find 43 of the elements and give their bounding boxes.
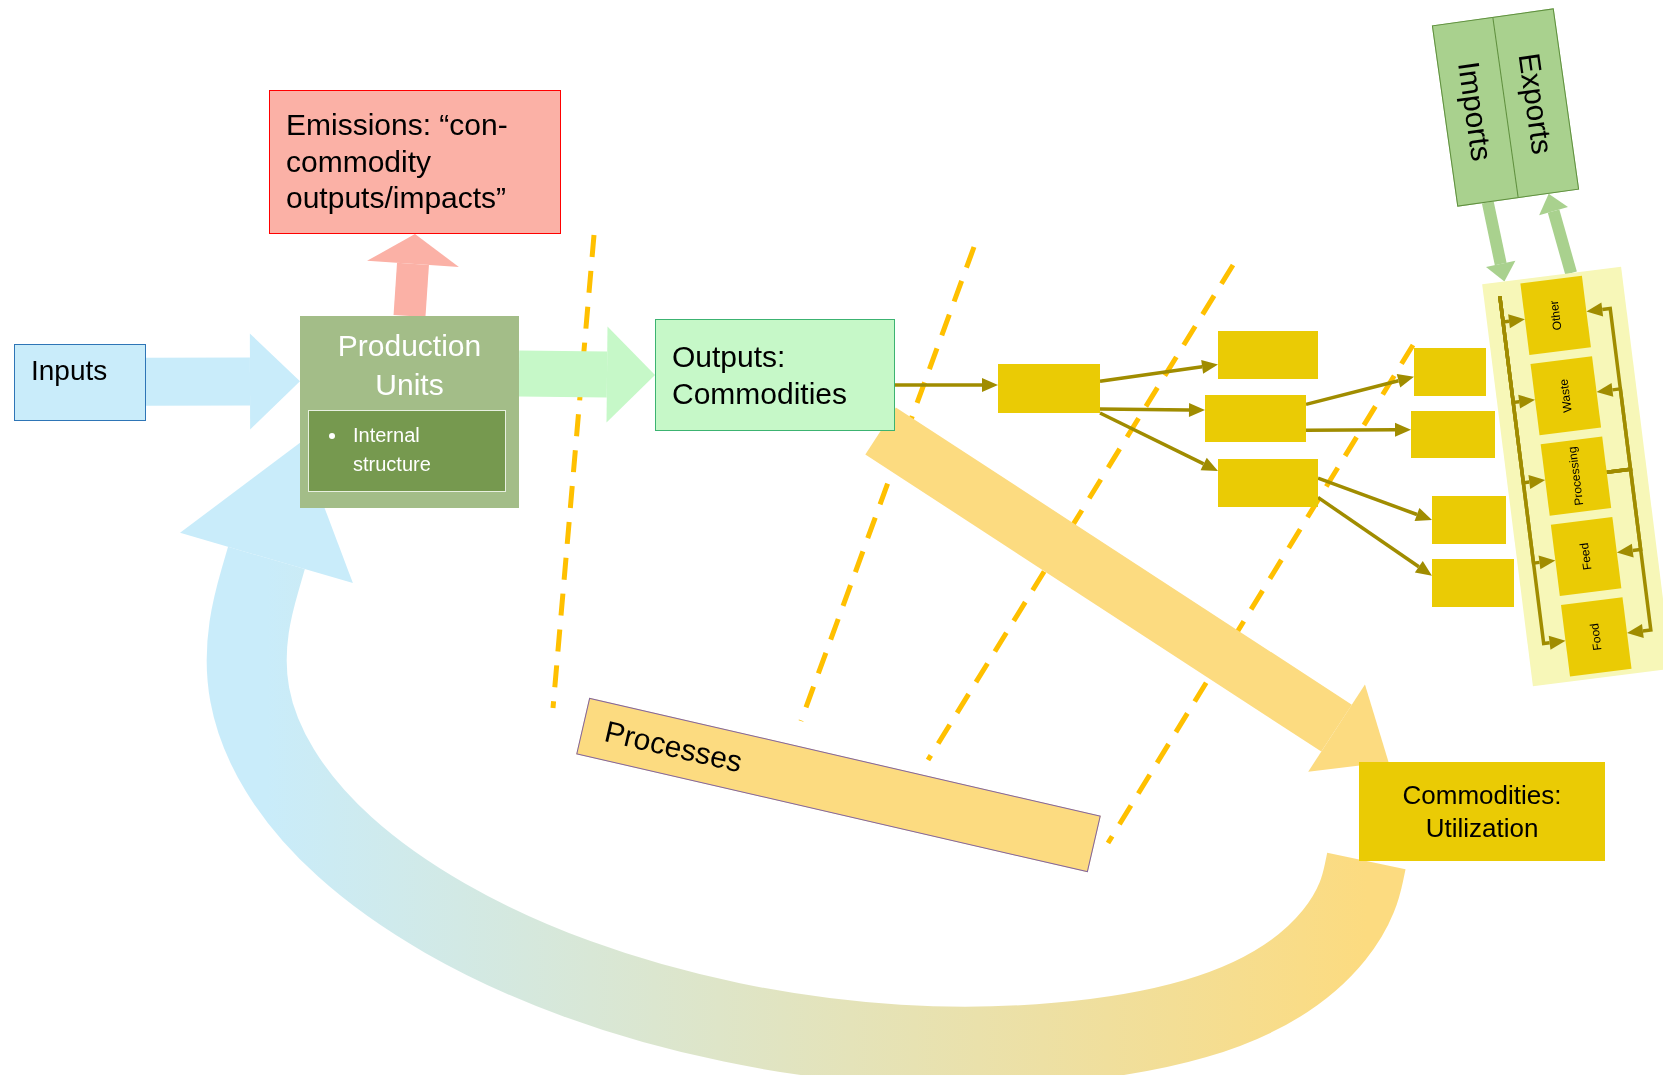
commodity-box — [1432, 496, 1506, 544]
band-text: Processes — [601, 714, 746, 780]
input-box — [14, 344, 146, 421]
arrow — [1317, 495, 1432, 576]
utilization-box — [1359, 762, 1605, 861]
block-arrow — [1539, 193, 1577, 275]
box-text: Commodities: Utilization — [1401, 779, 1563, 844]
arrow — [1317, 476, 1432, 522]
block-arrow — [145, 333, 300, 430]
arrow — [1498, 296, 1566, 650]
production-box — [300, 316, 519, 508]
arrow — [1100, 402, 1205, 417]
structure-box — [308, 410, 506, 492]
commodity-box — [998, 364, 1100, 413]
arrow — [1305, 374, 1414, 407]
box-title: Production Units — [336, 328, 483, 403]
arrow — [1606, 467, 1653, 638]
commodity-box — [1218, 459, 1318, 507]
block-arrow — [865, 407, 1389, 772]
commodity-box — [1411, 411, 1495, 458]
box-text: Food — [1587, 622, 1605, 652]
box-text: Processing — [1565, 445, 1587, 507]
block-arrow — [367, 234, 459, 318]
output-box — [655, 319, 895, 431]
arrow — [1099, 411, 1218, 471]
arrow — [1306, 422, 1411, 437]
box-text: Inputs — [31, 355, 108, 388]
commodity-box — [1432, 559, 1514, 607]
box-text: Outputs: Commodities — [672, 338, 849, 412]
box-text: Feed — [1577, 542, 1595, 571]
arrow — [895, 378, 998, 393]
category-box — [1561, 597, 1632, 677]
commodity-box — [1414, 348, 1486, 396]
block-arrow — [518, 326, 655, 423]
block-arrow — [1481, 201, 1516, 282]
box-text: Other — [1546, 299, 1565, 332]
list-item-text: Internal structure — [353, 423, 432, 477]
commodity-box — [1205, 395, 1306, 442]
box-text: Emissions: “con-commodity outputs/impacts” — [286, 107, 509, 217]
emissions-box — [269, 90, 561, 234]
arrow — [1099, 359, 1218, 383]
commodity-box — [1218, 331, 1318, 379]
box-text: Waste — [1556, 378, 1575, 414]
